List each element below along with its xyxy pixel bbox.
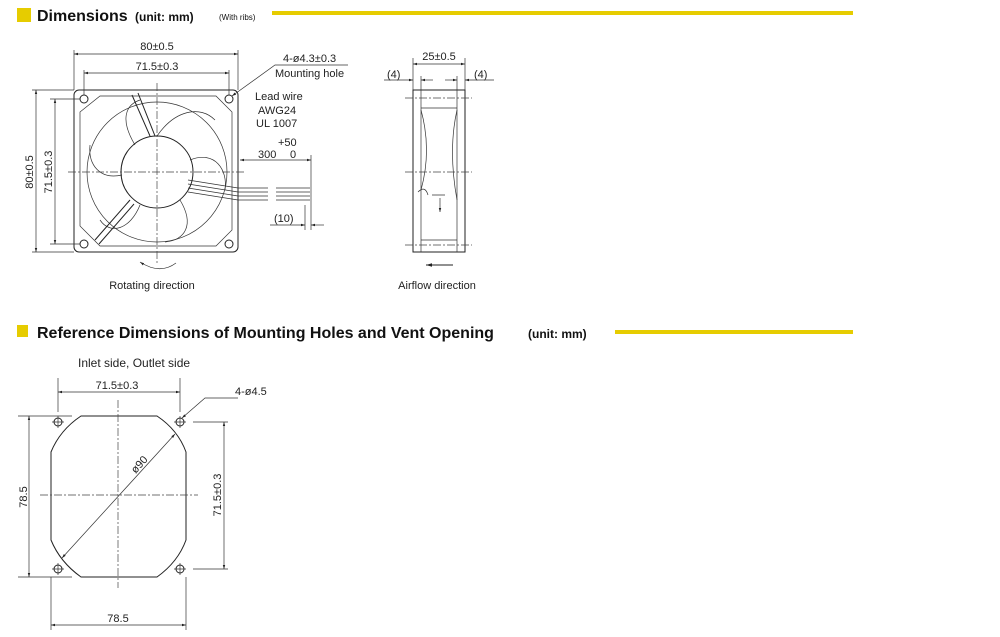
section-unit: (unit: mm) bbox=[528, 327, 587, 341]
rib-right: (4) bbox=[474, 69, 487, 81]
hole-spec: 4-ø4.5 bbox=[235, 386, 267, 398]
dim-hole-pitch-h: 71.5±0.3 bbox=[96, 380, 139, 392]
rotation-arrow-icon bbox=[139, 261, 177, 270]
lead-wire-label: Lead wire bbox=[255, 91, 303, 103]
wire-length: 300 bbox=[258, 149, 276, 161]
airflow-direction-caption: Airflow direction bbox=[398, 280, 476, 292]
section-rule bbox=[272, 11, 853, 15]
dim-height-holes: 71.5±0.3 bbox=[43, 151, 55, 194]
mounting-holes bbox=[79, 94, 234, 249]
section-rule bbox=[615, 330, 853, 334]
fan-side-view: 25±0.5 (4) (4) Airflow direction bbox=[384, 51, 494, 292]
dim-width-outer: 80±0.5 bbox=[140, 41, 174, 53]
dim-width-holes: 71.5±0.3 bbox=[136, 61, 179, 73]
vent-opening bbox=[50, 415, 187, 578]
section-unit: (unit: mm) bbox=[135, 10, 194, 24]
lead-wire bbox=[187, 179, 310, 201]
rib-left: (4) bbox=[387, 69, 400, 81]
rotating-direction-caption: Rotating direction bbox=[109, 280, 195, 292]
dim-height-outer: 80±0.5 bbox=[24, 155, 36, 189]
section-title: Reference Dimensions of Mounting Holes a… bbox=[37, 325, 494, 342]
ul-label: UL 1007 bbox=[256, 118, 297, 130]
section-title: Dimensions bbox=[37, 8, 128, 25]
wire-tol-lower: 0 bbox=[290, 149, 296, 161]
strip-length: (10) bbox=[274, 213, 294, 225]
mounting-holes bbox=[52, 416, 186, 575]
hole-spec: 4-ø4.3±0.3 bbox=[283, 53, 336, 65]
dim-opening-v: 78.5 bbox=[18, 486, 30, 507]
section-reference-header: Reference Dimensions of Mounting Holes a… bbox=[17, 325, 853, 342]
dim-depth: 25±0.5 bbox=[422, 51, 456, 63]
section-marker bbox=[17, 325, 28, 337]
awg-label: AWG24 bbox=[258, 105, 296, 117]
section-note: (With ribs) bbox=[219, 13, 256, 22]
hole-label: Mounting hole bbox=[275, 68, 344, 80]
section-dimensions-header: Dimensions (unit: mm) (With ribs) bbox=[17, 8, 853, 25]
section-marker bbox=[17, 8, 31, 22]
dim-hole-pitch-v: 71.5±0.3 bbox=[212, 474, 224, 517]
reference-subtitle: Inlet side, Outlet side bbox=[78, 356, 190, 370]
dim-opening-h: 78.5 bbox=[107, 613, 128, 625]
wire-tol-upper: +50 bbox=[278, 137, 297, 149]
mounting-reference-view: Inlet side, Outlet side ø90 71.5±0.3 4-ø… bbox=[18, 356, 267, 630]
fan-front-view: 80±0.5 71.5±0.3 80±0.5 71.5±0.3 4-ø4.3±0… bbox=[24, 41, 348, 292]
dim-diameter: ø90 bbox=[129, 454, 151, 476]
